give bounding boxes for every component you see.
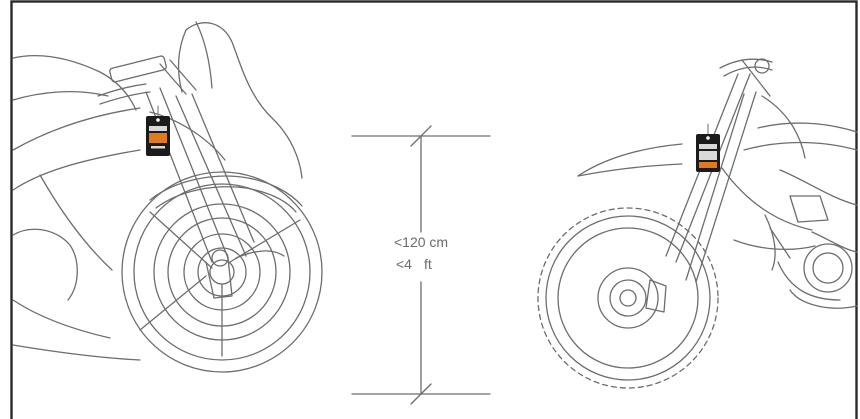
frame-border <box>10 0 858 419</box>
sensor-tag-right <box>696 123 720 172</box>
metric-height-label: <120 cm <box>394 234 449 250</box>
imperial-height-value: <4 <box>396 256 412 272</box>
imperial-height-unit: ft <box>424 256 432 272</box>
sport-motorcycle <box>12 21 323 373</box>
height-dimension <box>351 125 491 405</box>
sensor-tag-left <box>146 105 170 156</box>
dirt-bike <box>537 58 858 389</box>
